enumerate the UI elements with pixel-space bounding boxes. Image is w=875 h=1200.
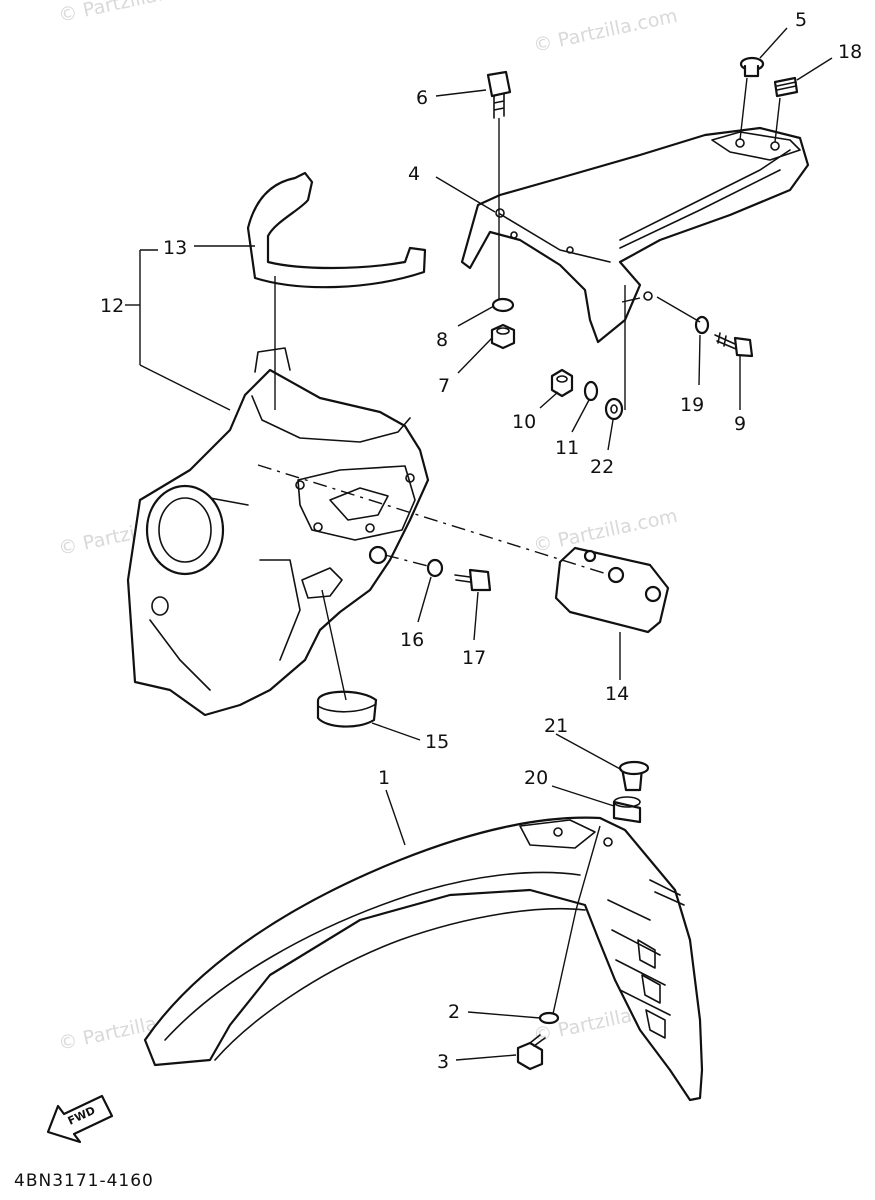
callout-10: 10 bbox=[512, 411, 536, 433]
callout-20: 20 bbox=[524, 767, 548, 789]
cap-5 bbox=[739, 56, 765, 78]
collar-21 bbox=[618, 760, 650, 792]
watermark: © Partzilla.com bbox=[531, 5, 679, 57]
cap-15 bbox=[316, 690, 378, 728]
plate-14 bbox=[554, 546, 670, 634]
callout-22: 22 bbox=[590, 456, 614, 478]
watermark: © Partzilla.com bbox=[56, 0, 204, 27]
callout-19: 19 bbox=[680, 394, 704, 416]
callout-12: 12 bbox=[100, 295, 124, 317]
screw-17 bbox=[454, 568, 492, 592]
washer-8 bbox=[491, 297, 515, 313]
grommet-18 bbox=[773, 76, 799, 98]
front-fender bbox=[143, 816, 704, 1102]
callout-2: 2 bbox=[448, 1001, 460, 1023]
callout-13: 13 bbox=[163, 237, 187, 259]
diagram-code: 4BN3171-4160 bbox=[14, 1171, 154, 1191]
nut-7 bbox=[490, 323, 516, 350]
callout-14: 14 bbox=[605, 683, 629, 705]
rear-fender bbox=[460, 126, 810, 344]
callout-6: 6 bbox=[416, 87, 428, 109]
callout-18: 18 bbox=[838, 41, 862, 63]
bolt-9 bbox=[714, 332, 754, 358]
band-13 bbox=[246, 171, 427, 289]
callout-17: 17 bbox=[462, 647, 486, 669]
callouts: 1 2 3 4 5 6 7 8 9 10 11 12 13 14 15 16 1… bbox=[100, 9, 862, 1073]
callout-21: 21 bbox=[544, 715, 568, 737]
nut-10 bbox=[550, 368, 574, 398]
callout-16: 16 bbox=[400, 629, 424, 651]
washer-2 bbox=[538, 1011, 560, 1025]
watermark: © Partzilla.com bbox=[531, 505, 679, 557]
washer-11 bbox=[583, 380, 599, 402]
washer-19 bbox=[694, 315, 710, 335]
callout-5: 5 bbox=[795, 9, 807, 31]
fwd-arrow-icon: FWD bbox=[46, 1094, 114, 1144]
leader-lines bbox=[125, 27, 833, 1061]
callout-7: 7 bbox=[438, 375, 450, 397]
bolt-3 bbox=[516, 1034, 546, 1071]
callout-11: 11 bbox=[555, 437, 579, 459]
callout-3: 3 bbox=[437, 1051, 449, 1073]
callout-9: 9 bbox=[734, 413, 746, 435]
callout-15: 15 bbox=[425, 731, 449, 753]
washer-16 bbox=[426, 558, 444, 578]
grommet-20 bbox=[612, 796, 642, 824]
collar-22 bbox=[604, 397, 624, 421]
callout-4: 4 bbox=[408, 163, 420, 185]
bolt-6 bbox=[486, 70, 512, 119]
air-box-assembly bbox=[126, 347, 430, 717]
callout-1: 1 bbox=[378, 767, 390, 789]
callout-8: 8 bbox=[436, 329, 448, 351]
